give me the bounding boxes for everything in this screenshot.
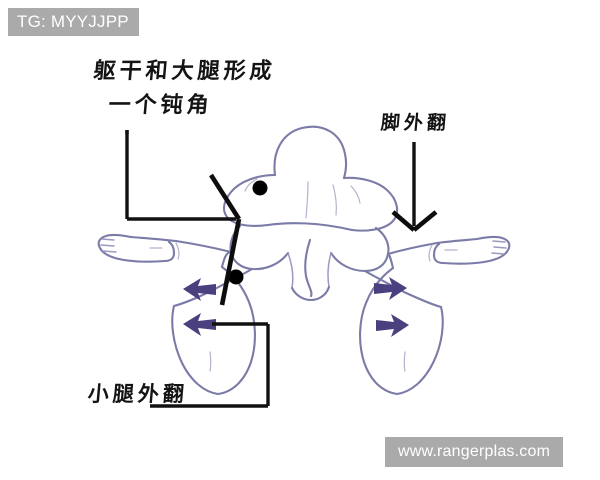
watermark-top-left: TG: MYYJJPP (8, 8, 139, 36)
direction-arrows-group (183, 277, 409, 337)
right-hip-inner-edge (386, 252, 395, 270)
annotation-foot-valgus: 脚外翻 (379, 112, 451, 134)
foot-valgus-arrow-head-left (391, 210, 416, 232)
left-foot-outline (97, 233, 176, 263)
infant-body-outline (97, 125, 511, 396)
pelvis-left-outline (229, 224, 290, 271)
right-knee-outer-edge (395, 305, 444, 396)
upper-back-bottom-edge (266, 222, 354, 232)
lower-dot-marker (228, 269, 244, 285)
crotch-outline (290, 285, 331, 302)
scapula-stroke-left (244, 178, 258, 192)
calf-valgus-leader (150, 322, 270, 408)
scapula-stroke-right (350, 185, 361, 204)
right-thigh-lower-edge (363, 269, 443, 309)
left-calf-stroke (209, 351, 212, 372)
back-fold-stroke (332, 184, 337, 216)
annotation-calf-valgus: 小腿外翻 (86, 382, 189, 406)
obtuse-angle-marker (209, 173, 242, 306)
head-outline (273, 125, 348, 180)
foot-valgus-leader (391, 142, 438, 232)
left-knee-outer-edge (171, 304, 220, 396)
annotation-trunk-thigh-line2: 一个钝角 (107, 93, 214, 118)
upper-dot-marker (252, 180, 268, 196)
annotation-trunk-thigh: 躯干和大腿形成 一个钝角 (89, 55, 277, 123)
diaper-crease-left (287, 252, 294, 289)
right-foot-outline (432, 235, 511, 265)
pelvis-right-outline (329, 226, 390, 273)
angle-arm-lower (219, 218, 242, 306)
upper-back-right-outline (342, 176, 399, 232)
spine-stroke (305, 181, 309, 219)
right-ankle-crease (428, 244, 433, 262)
shoulders-outline (222, 173, 277, 227)
gluteal-cleft (304, 238, 313, 298)
diaper-crease-right (327, 252, 332, 288)
right-calf-arrow (376, 314, 409, 337)
left-hip-inner-edge (220, 250, 233, 269)
left-thigh-upper-edge (129, 235, 233, 254)
left-toes (100, 238, 117, 253)
trunk-thigh-leader (125, 130, 236, 221)
right-thigh-upper-edge (386, 237, 479, 256)
right-thigh-arrow (374, 277, 407, 300)
right-calf-inner-edge (359, 266, 399, 396)
landmark-dots-group (228, 180, 268, 285)
left-thigh-arrow (183, 278, 216, 301)
right-calf-stroke (403, 351, 406, 372)
right-toes (491, 240, 507, 255)
foot-valgus-arrow-head-right (412, 210, 438, 232)
left-calf-arrow (183, 313, 216, 336)
angle-arm-upper (209, 173, 241, 221)
left-ankle-crease (175, 242, 180, 260)
watermark-bottom-right: www.rangerplas.com (385, 437, 564, 467)
annotation-trunk-thigh-line1: 躯干和大腿形成 (92, 59, 277, 84)
